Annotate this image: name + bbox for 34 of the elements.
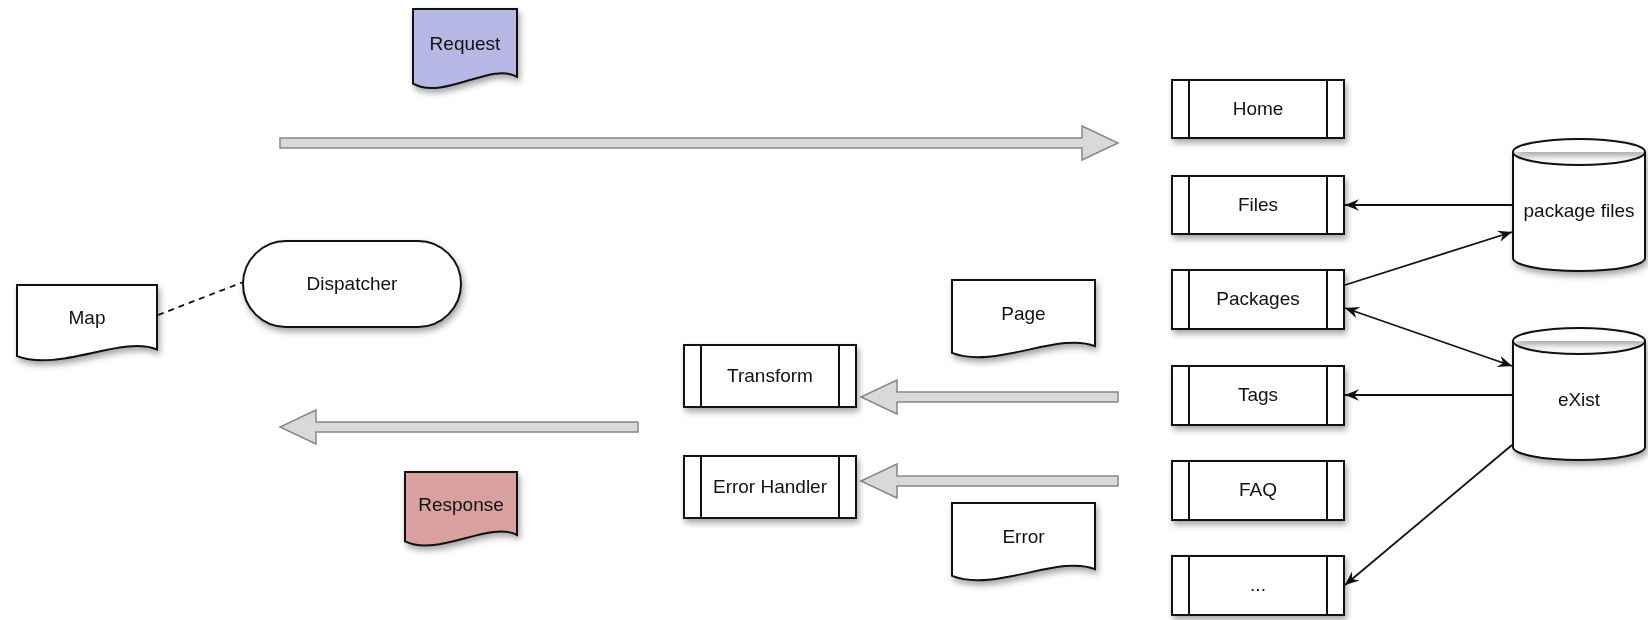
arrow [1344,307,1513,367]
node-label: Files [1237,193,1279,217]
node-label: Tags [1237,384,1279,407]
arrow [1344,230,1513,286]
block-arrow [859,462,1119,500]
node-label: Transform [727,364,813,388]
process-box [1171,365,1345,426]
process-box [1171,175,1345,235]
process-box [1171,269,1345,330]
database-cylinder [1512,328,1646,460]
node-label: ... [1250,574,1266,597]
node-label: eXist [1557,389,1601,412]
arrow [1344,389,1513,401]
node-label: Dispatcher [306,272,398,296]
process-box [1171,79,1345,139]
database-cylinder [1512,139,1646,271]
process-box [683,344,857,408]
node-label: Error [1002,526,1045,550]
process-box [1171,460,1345,521]
arrow [1344,444,1513,586]
node-label: FAQ [1239,479,1277,502]
node-label: Packages [1216,288,1300,311]
node-label: Map [68,307,106,331]
arrow [1344,199,1513,211]
process-box [1171,555,1345,616]
node-label: Response [418,493,504,517]
node-label: Request [429,33,501,56]
terminator-shape [242,240,462,328]
node-label: package files [1523,200,1635,223]
node-label: Error Handler [712,475,827,499]
process-box [683,455,857,519]
node-label: Home [1232,97,1284,121]
node-label: Page [1001,303,1046,327]
block-arrow [859,378,1119,416]
